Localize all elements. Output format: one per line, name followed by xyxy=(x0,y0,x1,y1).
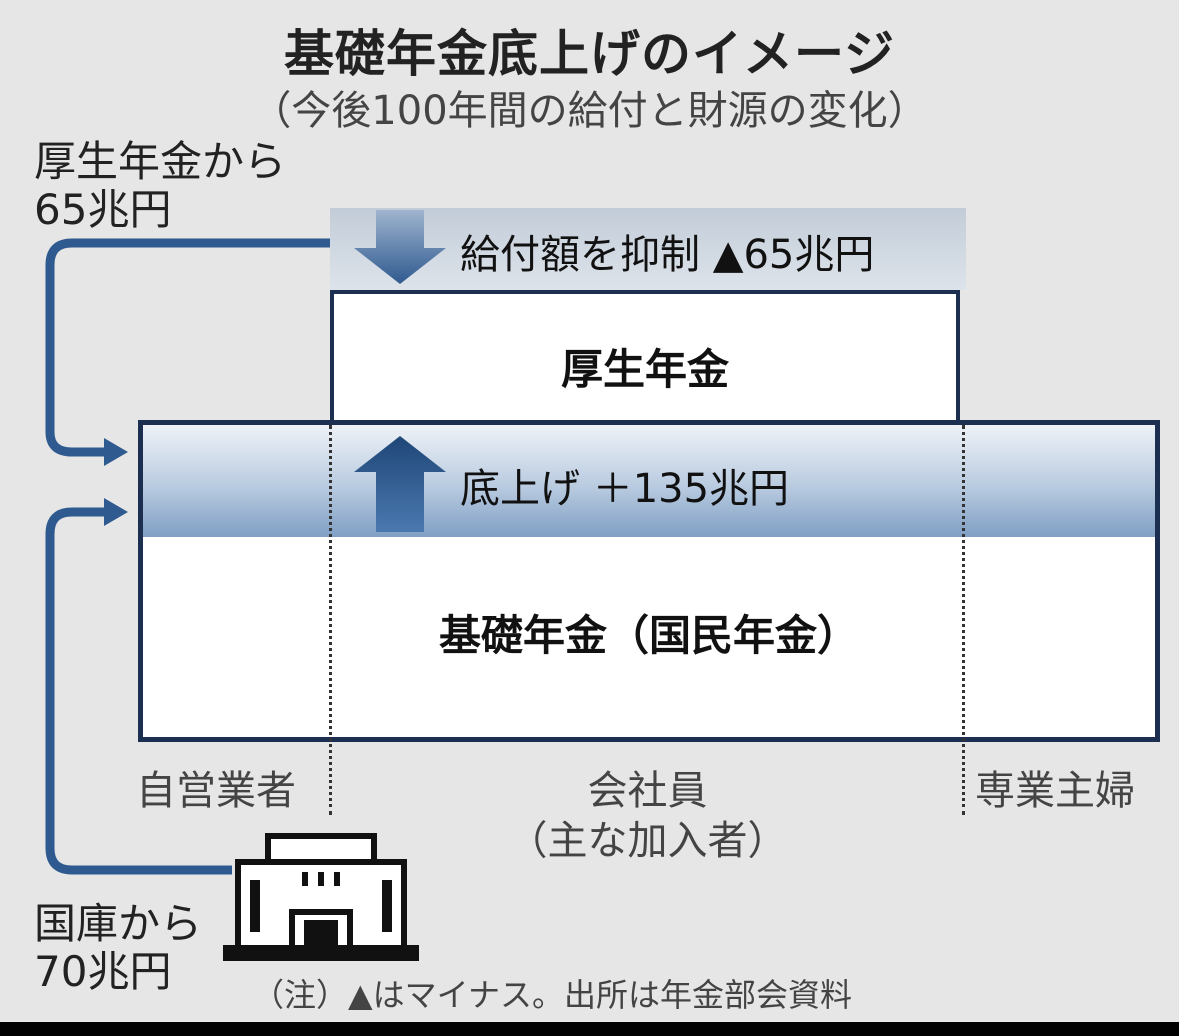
raise-band xyxy=(143,425,1155,537)
source-kokko-amount: 70兆円 xyxy=(34,947,172,996)
group-self-employed: 自営業者 xyxy=(136,768,296,814)
diagram-subtitle: （今後100年間の給付と財源の変化） xyxy=(251,88,928,134)
divider-self-employed xyxy=(329,425,332,815)
source-kokko-label: 国庫から 70兆円 xyxy=(34,900,202,996)
diagram-title: 基礎年金底上げのイメージ xyxy=(284,25,895,83)
source-kosei-line1: 厚生年金から xyxy=(34,137,287,186)
group-housewives: 専業主婦 xyxy=(975,768,1135,814)
source-kosei-label: 厚生年金から 65兆円 xyxy=(34,138,286,234)
raise-label: 底上げ ＋135兆円 xyxy=(460,466,790,512)
source-kokko-line1: 国庫から xyxy=(34,899,203,948)
flow-arrow-kosei xyxy=(45,238,330,466)
kiso-nenkin-label: 基礎年金（国民年金） xyxy=(438,611,859,660)
up-arrow-icon xyxy=(354,436,446,532)
group-employees: 会社員 xyxy=(587,768,708,814)
flow-arrow-kokko xyxy=(45,498,232,875)
footnote: （注）▲はマイナス。出所は年金部会資料 xyxy=(252,976,852,1014)
kosei-nenkin-label: 厚生年金 xyxy=(560,345,729,394)
benefit-cut-label: 給付額を抑制 ▲65兆円 xyxy=(460,232,875,278)
group-employees-note: （主な加入者） xyxy=(507,818,788,864)
source-kosei-amount: 65兆円 xyxy=(34,185,172,234)
divider-housewives xyxy=(962,425,965,815)
building-icon xyxy=(223,833,419,961)
down-arrow-icon xyxy=(354,210,446,284)
kosei-nenkin-box xyxy=(330,290,960,420)
